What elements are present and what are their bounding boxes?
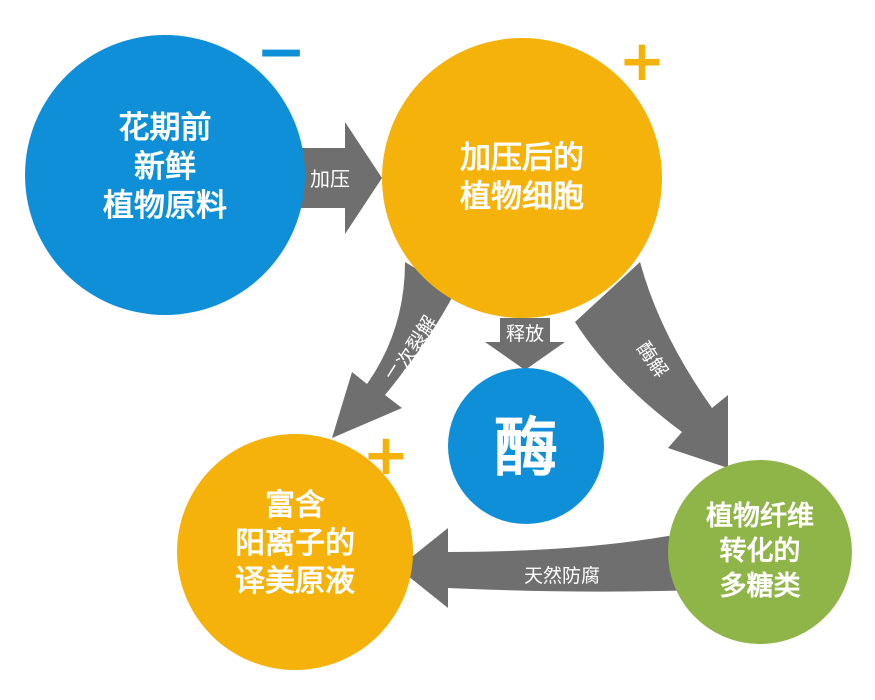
node-raw-material-circle	[25, 35, 305, 315]
arrow-enzymolysis-shape	[575, 262, 728, 468]
node-cation-liquid-line-2: 阳离子的	[235, 526, 355, 561]
arrow-secondary-cleavage-shape	[332, 262, 455, 438]
node-cation-liquid-line-1: 富含	[265, 488, 326, 523]
node-raw-material-line-3: 植物原料	[103, 188, 227, 224]
node-enzyme-circle	[448, 368, 604, 524]
node-raw-material-line-1: 花期前	[119, 110, 212, 146]
minus-sign: −	[256, 17, 306, 87]
arrow-enzymolysis: 酶解	[575, 262, 728, 468]
node-plant-fiber-line-3: 多糖类	[720, 570, 801, 602]
arrow-pressure-shape	[300, 122, 382, 234]
node-cation-liquid-line-3: 译美原液	[235, 564, 355, 599]
node-plant-fiber: 植物纤维 转化的 多糖类	[668, 460, 852, 644]
node-pressed-cells: 加压后的 植物细胞	[382, 38, 662, 318]
plus-sign-liquid: +	[363, 423, 410, 488]
arrow-release-shape	[485, 318, 565, 370]
node-cation-liquid: 富含 阳离子的 译美原液	[177, 434, 413, 670]
node-cation-liquid-circle	[177, 434, 413, 670]
node-plant-fiber-line-1: 植物纤维	[706, 500, 814, 532]
arrow-pressure: 加压	[300, 122, 382, 234]
node-raw-material: 花期前 新鲜 植物原料	[25, 35, 305, 315]
node-raw-material-line-2: 新鲜	[134, 149, 196, 185]
node-pressed-cells-circle	[382, 38, 662, 318]
arrow-pressure-label: 加压	[310, 167, 350, 191]
node-plant-fiber-circle	[668, 460, 852, 644]
arrow-release: 释放	[485, 318, 565, 370]
node-enzyme-label: 酶	[494, 412, 558, 486]
arrow-natural-preservation: 天然防腐	[398, 528, 700, 608]
plus-sign-pressed: +	[619, 29, 666, 94]
node-enzyme: 酶	[448, 368, 604, 524]
arrow-natural-preservation-label: 天然防腐	[524, 565, 600, 587]
node-pressed-cells-line-2: 植物细胞	[460, 179, 584, 215]
node-plant-fiber-line-2: 转化的	[720, 535, 801, 567]
arrow-natural-preservation-shape	[398, 528, 700, 608]
arrow-release-label: 释放	[506, 323, 544, 345]
node-pressed-cells-line-1: 加压后的	[460, 140, 584, 176]
